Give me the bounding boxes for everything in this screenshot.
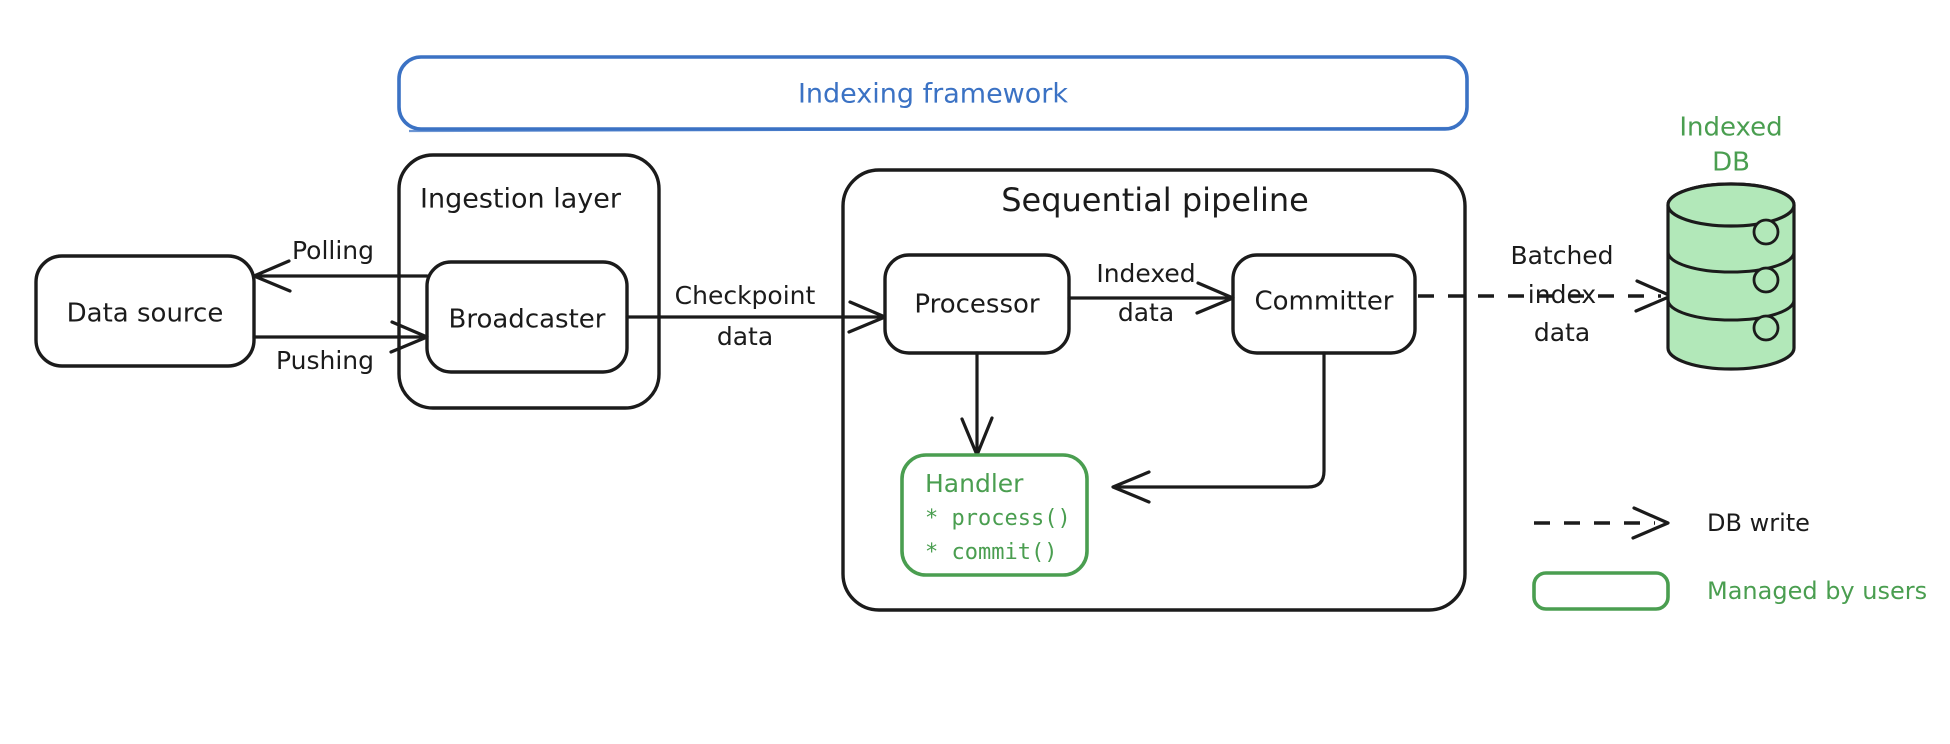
data-source-box (34, 254, 256, 368)
database-indicator-1 (1752, 218, 1780, 246)
edge-indexed-data: Indexed data (1067, 259, 1235, 327)
ingestion-layer-box (397, 153, 661, 410)
indexed-db-node[interactable]: Indexed DB (1666, 113, 1796, 371)
database-top-ellipse (1666, 182, 1796, 228)
database-band-1 (1666, 250, 1796, 274)
legend-item-db-write: DB write (1534, 506, 1810, 540)
legend-green-box (1532, 571, 1670, 611)
committer-handler-line (1116, 351, 1326, 489)
polling-label: Polling (292, 236, 374, 265)
database-band-2 (1666, 298, 1796, 322)
batched-label-line3: data (1534, 318, 1590, 347)
legend: DB write Managed by users (1532, 506, 1927, 611)
handler-method-process: * process() (925, 506, 1071, 531)
checkpoint-label-line1: Checkpoint (675, 281, 816, 310)
processor-node[interactable]: Processor (883, 253, 1071, 355)
edge-batched-index-data: Batched index data (1418, 241, 1673, 347)
polling-arrowhead-icon (252, 259, 292, 293)
indexed-db-label-line1: Indexed (1679, 113, 1782, 143)
ingestion-layer-label: Ingestion layer (420, 184, 622, 215)
edge-checkpoint-data: Checkpoint data (625, 281, 887, 351)
processor-label: Processor (914, 290, 1040, 320)
indexed-data-label-line2: data (1118, 298, 1174, 327)
edge-processor-to-handler (960, 351, 994, 457)
sequential-pipeline-container[interactable]: Sequential pipeline (841, 168, 1467, 612)
sequential-pipeline-label: Sequential pipeline (1001, 181, 1309, 219)
legend-arrowhead-icon (1631, 506, 1670, 540)
pushing-arrowhead-icon (389, 320, 429, 354)
broadcaster-node[interactable]: Broadcaster (425, 260, 629, 374)
committer-label: Committer (1254, 287, 1393, 317)
pushing-label: Pushing (276, 346, 374, 375)
handler-node[interactable]: Handler * process() * commit() (900, 453, 1089, 577)
database-indicator-2 (1752, 266, 1780, 294)
ingestion-layer-container[interactable]: Ingestion layer (397, 153, 661, 410)
handler-box (900, 453, 1089, 577)
edge-polling: Polling (252, 236, 429, 293)
broadcaster-label: Broadcaster (449, 305, 606, 335)
sequential-pipeline-box (841, 168, 1467, 612)
data-source-label: Data source (67, 299, 224, 329)
committer-node[interactable]: Committer (1231, 253, 1417, 355)
legend-db-write-label: DB write (1707, 509, 1810, 537)
indexed-data-label-line1: Indexed (1096, 259, 1195, 288)
indexing-framework-container[interactable]: Indexing framework (397, 55, 1469, 133)
indexed-db-label-line2: DB (1712, 148, 1750, 178)
handler-method-commit: * commit() (925, 540, 1057, 565)
indexing-framework-label: Indexing framework (798, 79, 1068, 110)
legend-item-managed-by-users: Managed by users (1532, 571, 1927, 611)
indexed-data-arrowhead-icon (1195, 281, 1235, 315)
database-indicator-3 (1752, 314, 1780, 342)
handler-label: Handler (925, 469, 1024, 498)
data-source-node[interactable]: Data source (34, 254, 256, 368)
legend-managed-label: Managed by users (1707, 577, 1927, 605)
committer-handler-arrowhead-icon (1111, 470, 1151, 504)
checkpoint-label-line2: data (717, 322, 773, 351)
edge-committer-to-handler (1111, 351, 1326, 504)
edge-pushing: Pushing (252, 320, 429, 375)
batched-label-line1: Batched (1510, 241, 1613, 270)
batched-label-line2: index (1528, 280, 1596, 309)
framework-sketch-underline (408, 126, 1456, 133)
